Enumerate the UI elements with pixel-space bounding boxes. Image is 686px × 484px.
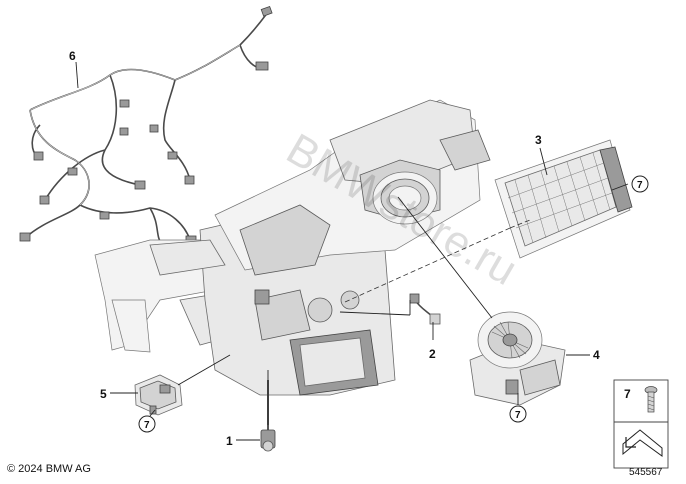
callout-4: 4 xyxy=(593,348,600,362)
blower-motor[interactable] xyxy=(469,311,566,406)
cabin-filter[interactable] xyxy=(494,139,633,259)
copyright-text: © 2024 BMW AG xyxy=(7,463,91,475)
hvac-housing xyxy=(94,99,491,396)
callout-3: 3 xyxy=(535,133,542,147)
temperature-sensor[interactable] xyxy=(409,293,441,325)
svg-text:7: 7 xyxy=(637,180,643,191)
callout-5: 5 xyxy=(100,387,107,401)
diagram-number: 545567 xyxy=(629,467,663,478)
circled-ref-blower: 7 xyxy=(509,405,527,423)
svg-text:7: 7 xyxy=(144,420,150,431)
wiring-harness[interactable] xyxy=(19,5,273,250)
callout-2: 2 xyxy=(429,347,436,361)
screw-icon xyxy=(644,386,658,413)
leader-lines xyxy=(75,61,629,441)
actuator[interactable] xyxy=(134,374,183,416)
bracket-arrow-icon xyxy=(622,429,663,457)
callout-1: 1 xyxy=(226,434,233,448)
callout-6: 6 xyxy=(69,49,76,63)
circled-ref-actuator: 7 xyxy=(138,415,156,433)
circled-ref-filter: 7 xyxy=(631,175,649,193)
svg-text:7: 7 xyxy=(515,410,521,421)
legend-box: 7 xyxy=(613,379,669,469)
legend-number: 7 xyxy=(624,387,631,401)
